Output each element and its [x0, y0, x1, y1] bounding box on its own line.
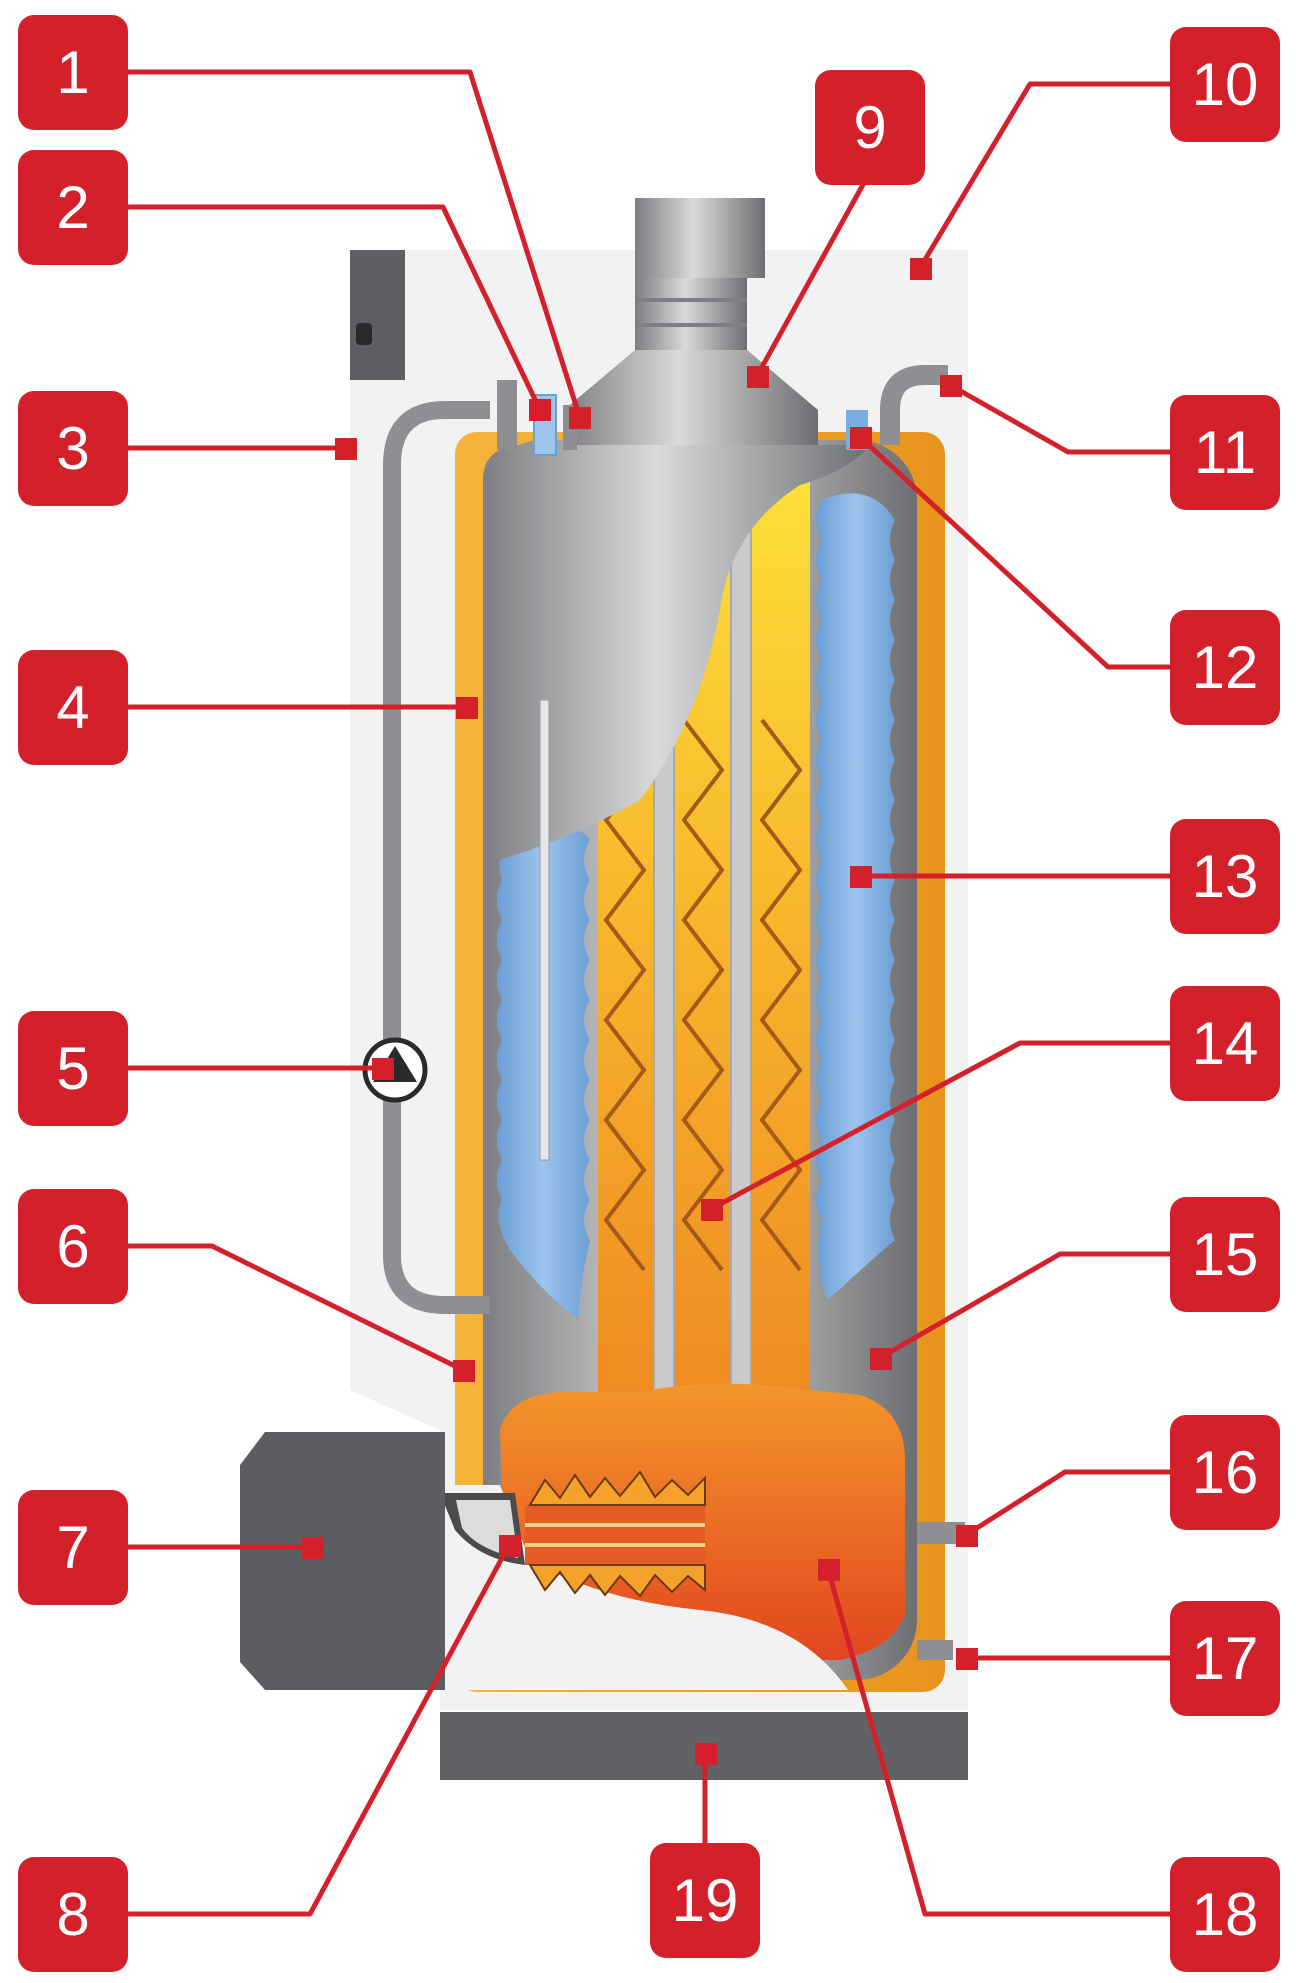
callout-19-label: 19 [672, 1867, 739, 1934]
vent-pipe [497, 380, 517, 450]
callout-3: 3 [18, 391, 128, 506]
circulation-pipe [383, 401, 490, 1314]
leader-1 [128, 69, 583, 419]
callout-15-label: 15 [1192, 1221, 1259, 1288]
callout-18-label: 18 [1192, 1881, 1259, 1948]
leader-16 [964, 1469, 1170, 1538]
callout-2-label: 2 [56, 174, 89, 241]
leader-15 [878, 1251, 1170, 1361]
callout-7: 7 [18, 1490, 128, 1605]
callout-13: 13 [1170, 819, 1280, 934]
callout-8: 8 [18, 1857, 128, 1972]
leader-14 [709, 1040, 1170, 1212]
callout-18: 18 [1170, 1857, 1280, 1972]
callout-12-label: 12 [1192, 634, 1259, 701]
callout-16: 16 [1170, 1415, 1280, 1530]
callout-9-label: 9 [853, 94, 886, 161]
burner-head [440, 1470, 706, 1598]
steel-cover-peel [483, 444, 870, 865]
callout-12: 12 [1170, 610, 1280, 725]
thermometer-well [539, 699, 550, 1161]
drain-pipe [917, 1640, 953, 1660]
control-panel-knob [356, 323, 372, 345]
leader-11 [948, 382, 1170, 455]
callout-1-label: 1 [56, 39, 89, 106]
callout-10-label: 10 [1192, 51, 1259, 118]
callout-6-label: 6 [56, 1213, 89, 1280]
boiler-illustration [240, 198, 968, 1780]
callout-7-label: 7 [56, 1514, 89, 1581]
leader-2 [128, 204, 543, 412]
callout-leaders [128, 69, 1170, 1917]
callout-5: 5 [18, 1011, 128, 1126]
callout-15: 15 [1170, 1197, 1280, 1312]
water-jacket-right [816, 493, 895, 1300]
callout-16-label: 16 [1192, 1439, 1259, 1506]
callout-10: 10 [1170, 27, 1280, 142]
callout-14-label: 14 [1192, 1010, 1259, 1077]
burner-housing [240, 1432, 445, 1690]
leader-6 [128, 1243, 465, 1373]
callout-4-label: 4 [56, 674, 89, 741]
callout-8-label: 8 [56, 1881, 89, 1948]
callout-6: 6 [18, 1189, 128, 1304]
leader-12 [858, 435, 1170, 670]
callout-5-label: 5 [56, 1035, 89, 1102]
flue-pipe [635, 278, 747, 350]
callout-2: 2 [18, 150, 128, 265]
callout-11: 11 [1170, 395, 1280, 510]
callout-11-label: 11 [1194, 419, 1256, 486]
leader-9 [754, 170, 873, 378]
leader-10 [917, 81, 1170, 270]
leader-18 [825, 1568, 1170, 1917]
callout-markers [302, 258, 978, 1765]
callout-4: 4 [18, 650, 128, 765]
callout-13-label: 13 [1192, 843, 1259, 910]
callout-3-label: 3 [56, 415, 89, 482]
control-panel [350, 250, 405, 380]
callout-17: 17 [1170, 1601, 1280, 1716]
leader-8 [128, 1543, 512, 1917]
callout-14: 14 [1170, 986, 1280, 1101]
callout-badges: 1 2 3 4 5 6 7 8 9 10 11 12 13 14 15 16 1… [18, 15, 1280, 1972]
flue-pipe-top [635, 198, 765, 278]
callout-9: 9 [815, 70, 925, 185]
callout-17-label: 17 [1192, 1625, 1259, 1692]
callout-1: 1 [18, 15, 128, 130]
return-pipe [917, 1522, 965, 1544]
burner-cutaway [440, 1485, 848, 1690]
callout-19: 19 [650, 1843, 760, 1958]
hot-water-outlet [880, 365, 948, 445]
